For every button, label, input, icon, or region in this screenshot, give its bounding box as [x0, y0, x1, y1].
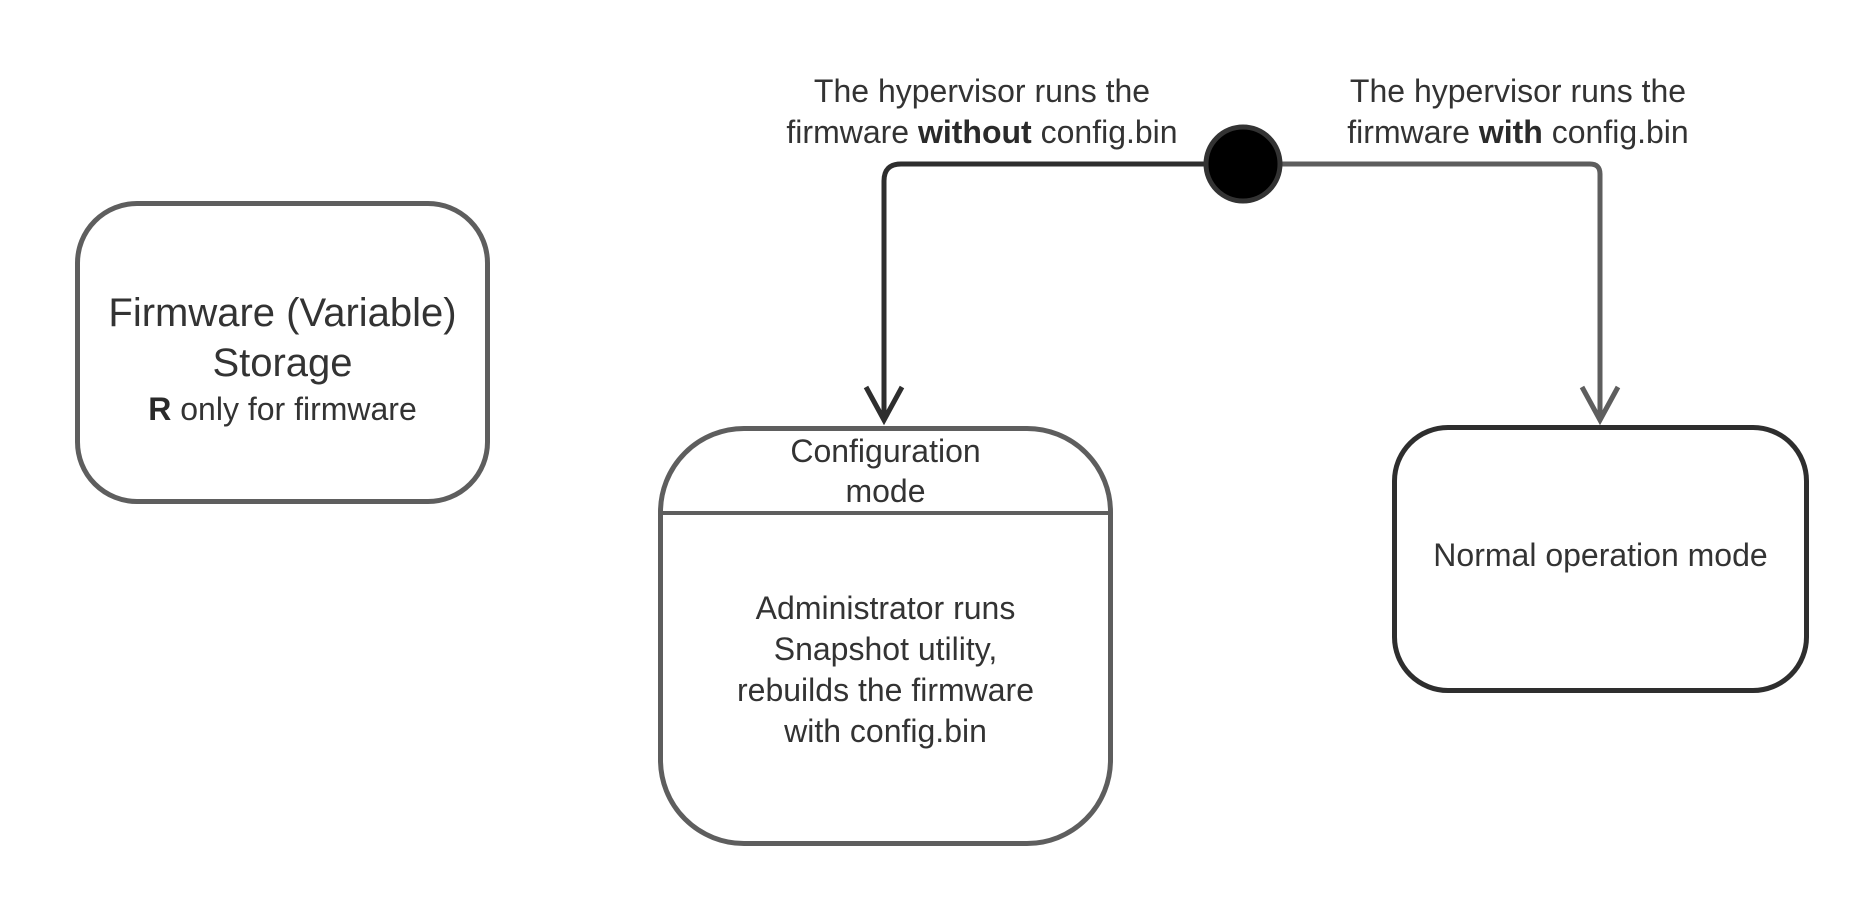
transition-with-arrowhead — [1579, 385, 1621, 426]
with-label-post: config.bin — [1542, 114, 1689, 150]
config-body-line: with config.bin — [784, 713, 987, 749]
config-body-line: Administrator runs — [755, 590, 1016, 626]
transition-with-line — [1282, 161, 1603, 420]
initial-state-node — [1203, 124, 1283, 204]
transition-without-arrowhead — [863, 385, 905, 426]
without-label-bold: without — [917, 114, 1032, 150]
storage-title-line2: Storage — [212, 340, 353, 385]
config-header-line2: mode — [845, 473, 926, 509]
with-label-pre: firmware — [1347, 114, 1479, 150]
normal-operation-mode-state: Normal operation mode — [1392, 425, 1809, 693]
firmware-storage-box: Firmware (Variable) Storage R only for f… — [75, 201, 490, 504]
with-label-bold: with — [1478, 114, 1543, 150]
config-header-line1: Configuration — [790, 433, 981, 469]
transition-without-label: The hypervisor runs the firmware without… — [762, 71, 1202, 153]
configuration-mode-header: Configuration mode — [663, 431, 1108, 515]
without-label-line1: The hypervisor runs the — [813, 73, 1151, 109]
normal-state-label: Normal operation mode — [1433, 536, 1768, 573]
without-label-pre: firmware — [786, 114, 918, 150]
config-body-line: Snapshot utility, — [773, 631, 998, 667]
transition-with-label: The hypervisor runs the firmware with co… — [1318, 71, 1718, 153]
storage-access-rest: only for firmware — [171, 390, 417, 427]
storage-title: Firmware (Variable) Storage — [108, 288, 456, 388]
transition-without-line — [881, 161, 1205, 420]
with-label-line1: The hypervisor runs the — [1349, 73, 1687, 109]
storage-title-line1: Firmware (Variable) — [108, 290, 457, 335]
configuration-mode-state: Configuration mode Administrator runs Sn… — [658, 426, 1113, 846]
configuration-mode-body: Administrator runs Snapshot utility, reb… — [663, 515, 1108, 841]
without-label-post: config.bin — [1031, 114, 1178, 150]
storage-access-note: R only for firmware — [148, 388, 417, 430]
storage-access-bold: R — [148, 390, 172, 427]
config-body-line: rebuilds the firmware — [737, 672, 1034, 708]
